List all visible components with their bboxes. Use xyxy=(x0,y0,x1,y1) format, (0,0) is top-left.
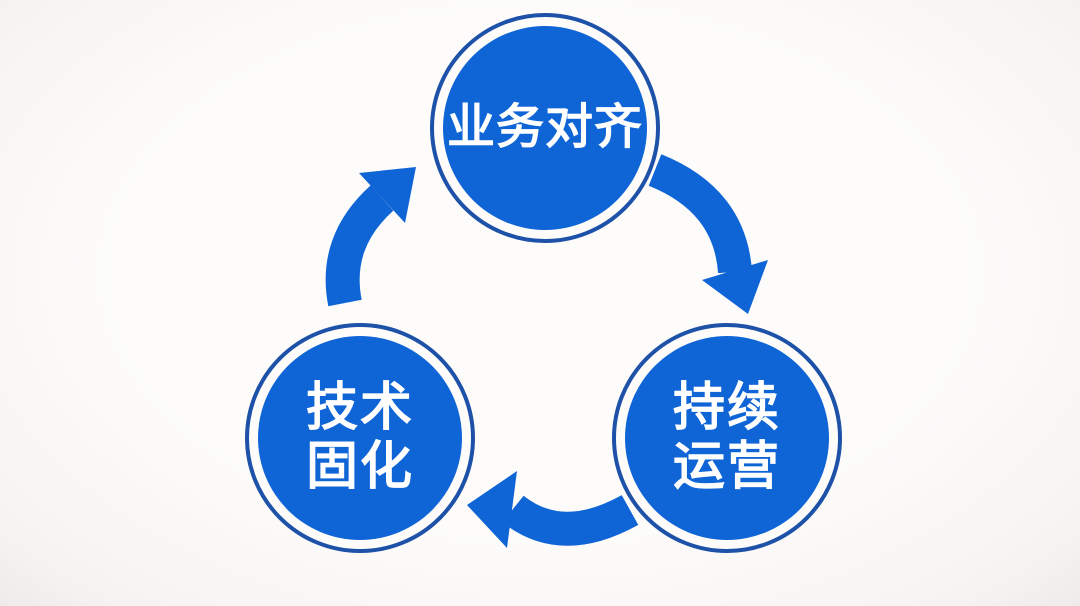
node-business-alignment: 业务对齐 xyxy=(430,13,660,243)
arrow-left-to-top-head xyxy=(359,167,416,223)
node-technology-solidification: 技术 固化 xyxy=(245,323,475,553)
arrow-right-to-left-head xyxy=(467,471,517,548)
node-continuous-operation-label-line2: 运营 xyxy=(672,438,781,496)
arrow-left-to-top xyxy=(325,167,416,307)
node-continuous-operation-disc: 持续 运营 xyxy=(625,336,829,540)
node-technology-solidification-label-line1: 技术 xyxy=(305,379,414,438)
node-continuous-operation-label-line1: 持续 xyxy=(672,379,781,438)
node-technology-solidification-disc: 技术 固化 xyxy=(258,336,462,540)
arrow-right-to-left xyxy=(467,471,639,548)
arrow-top-to-right-head xyxy=(702,260,768,314)
node-business-alignment-disc: 业务对齐 xyxy=(443,26,647,230)
arrow-top-to-right xyxy=(648,154,768,314)
node-technology-solidification-label-line2: 固化 xyxy=(305,438,414,496)
node-business-alignment-label: 业务对齐 xyxy=(446,100,643,154)
node-continuous-operation: 持续 运营 xyxy=(612,323,842,553)
